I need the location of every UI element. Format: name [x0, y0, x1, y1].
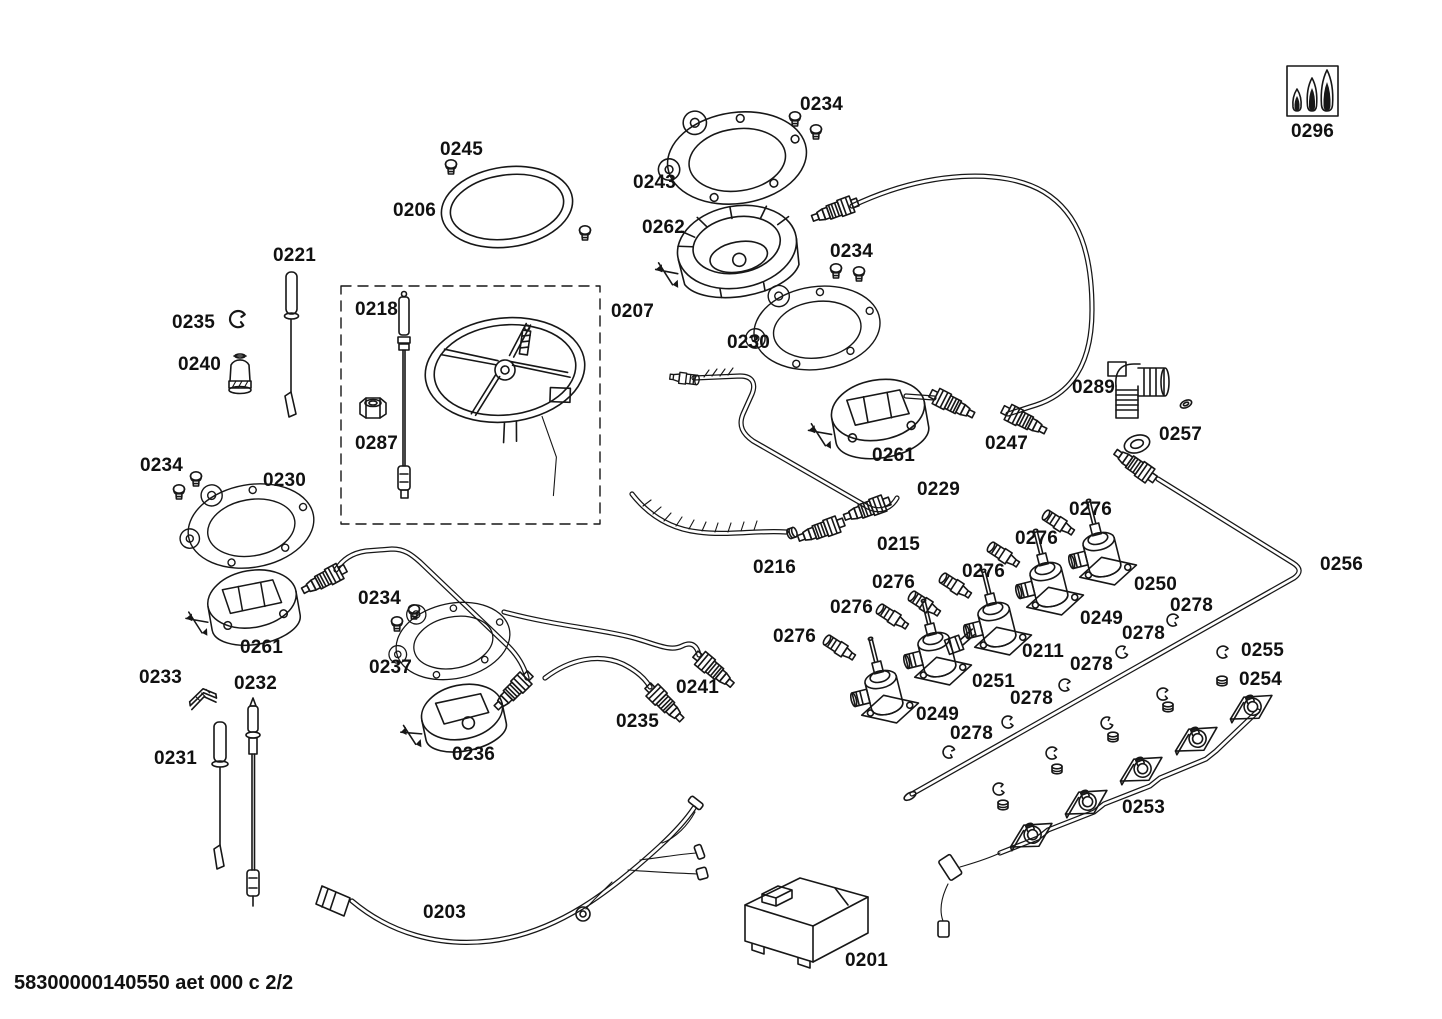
part-label-0296: 0296	[1291, 121, 1335, 142]
part-label-0234: 0234	[358, 588, 402, 609]
part-label-0245: 0245	[440, 139, 484, 160]
part-label-0276: 0276	[872, 572, 916, 593]
part-label-0201: 0201	[845, 950, 889, 971]
thermocouple-0232	[245, 697, 261, 907]
burner-base-0261-left	[185, 569, 301, 647]
part-label-0235: 0235	[172, 312, 216, 333]
part-label-0218: 0218	[355, 299, 399, 320]
part-label-0230: 0230	[727, 332, 771, 353]
part-label-0206: 0206	[393, 200, 437, 221]
flex-hose-0216	[629, 367, 800, 541]
part-label-0276: 0276	[830, 597, 874, 618]
part-label-0221: 0221	[273, 245, 317, 266]
part-label-0276: 0276	[773, 626, 817, 647]
part-label-0207: 0207	[611, 301, 655, 322]
part-label-0250: 0250	[1134, 574, 1178, 595]
burner-base-0261-mid	[807, 378, 930, 460]
part-label-0216: 0216	[753, 557, 797, 578]
part-label-0278: 0278	[1122, 623, 1166, 644]
burner-rail-0253	[959, 687, 1279, 868]
part-label-0233: 0233	[139, 667, 183, 688]
part-label-0230: 0230	[263, 470, 307, 491]
part-label-0229: 0229	[917, 479, 961, 500]
part-label-0276: 0276	[1069, 499, 1113, 520]
part-label-0254: 0254	[1239, 669, 1283, 690]
part-label-0253: 0253	[1122, 797, 1166, 818]
part-label-0256: 0256	[1320, 554, 1364, 575]
part-label-0249: 0249	[916, 704, 960, 725]
gas-pipes	[333, 173, 1302, 802]
part-label-0278: 0278	[950, 723, 994, 744]
part-label-0276: 0276	[962, 561, 1006, 582]
probe-0218	[397, 290, 411, 499]
subassembly-box-0207	[340, 285, 601, 525]
part-label-0255: 0255	[1241, 640, 1285, 661]
drawing-number: 58300000140550 aet 000 c 2/2	[14, 972, 294, 994]
electrode-0221	[283, 271, 300, 418]
part-label-0247: 0247	[985, 433, 1029, 454]
oring-0206	[440, 165, 574, 249]
burner-cup-0262	[654, 204, 800, 299]
rail-lead-wire	[937, 853, 963, 938]
part-label-0289: 0289	[1072, 377, 1116, 398]
part-label-0232: 0232	[234, 673, 278, 694]
elbow-fitting-0289	[1107, 361, 1193, 419]
washer-0257	[1123, 434, 1151, 454]
part-label-0278: 0278	[1010, 688, 1054, 709]
part-label-0249: 0249	[1080, 608, 1124, 629]
wiring-harness-0203	[315, 795, 709, 945]
part-label-0261: 0261	[240, 637, 284, 658]
part-label-0235: 0235	[616, 711, 660, 732]
part-label-0215: 0215	[877, 534, 921, 555]
part-label-0234: 0234	[830, 241, 874, 262]
gas-valves	[836, 491, 1141, 734]
part-label-0236: 0236	[452, 744, 496, 765]
elbow-0211	[943, 628, 976, 656]
part-label-0261: 0261	[872, 445, 916, 466]
clip-0233	[188, 687, 218, 711]
part-label-0241: 0241	[676, 677, 720, 698]
part-label-0278: 0278	[1170, 595, 1214, 616]
part-label-0237: 0237	[369, 657, 413, 678]
nut-0287	[359, 397, 387, 419]
part-label-0257: 0257	[1159, 424, 1203, 445]
part-label-0231: 0231	[154, 748, 198, 769]
part-label-0240: 0240	[178, 354, 222, 375]
ignition-box-0201	[744, 877, 869, 969]
nozzle-0240	[228, 353, 252, 395]
part-label-0251: 0251	[972, 671, 1016, 692]
part-label-0278: 0278	[1070, 654, 1114, 675]
burner-cup-0236	[400, 683, 508, 753]
part-label-0234: 0234	[800, 94, 844, 115]
electrode-0231	[211, 721, 229, 870]
flame-rating-icon	[1286, 65, 1339, 117]
part-label-0234: 0234	[140, 455, 184, 476]
part-label-0211: 0211	[1022, 641, 1065, 662]
part-label-0262: 0262	[642, 217, 686, 238]
part-label-0276: 0276	[1015, 528, 1059, 549]
part-label-0203: 0203	[423, 902, 467, 923]
part-label-0287: 0287	[355, 433, 399, 454]
part-label-0243: 0243	[633, 172, 677, 193]
